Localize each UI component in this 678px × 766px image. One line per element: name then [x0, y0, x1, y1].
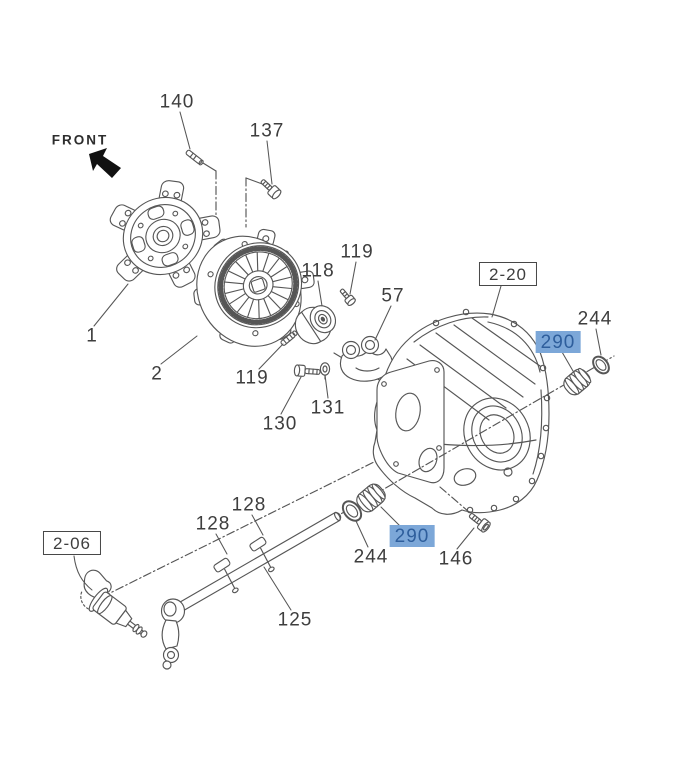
damper-spring-windows	[131, 205, 195, 267]
callout-131[interactable]: 131	[310, 397, 346, 419]
seal-ring-244-right	[592, 355, 610, 375]
callout-244-right[interactable]: 244	[577, 308, 613, 330]
slave-cylinder	[80, 569, 148, 638]
clutch-pressure-plate	[193, 228, 315, 347]
callout-57[interactable]: 57	[381, 285, 405, 307]
clutch-disc	[109, 180, 221, 288]
callout-244-bottom[interactable]: 244	[353, 546, 389, 568]
callout-125[interactable]: 125	[277, 609, 313, 631]
bolt-130	[293, 364, 321, 377]
clutch-housing	[372, 308, 551, 515]
shaft-clip-128-left	[213, 557, 239, 594]
front-arrow-icon	[89, 148, 121, 178]
housing-flange-bolt-holes	[432, 308, 551, 514]
callout-137[interactable]: 137	[249, 120, 285, 142]
callout-2[interactable]: 2	[151, 363, 163, 385]
slave-cylinder-axis-line	[101, 461, 375, 598]
bolt-119	[339, 288, 356, 306]
callout-290-right-highlighted[interactable]: 290	[535, 331, 581, 353]
callout-290-bottom-highlighted[interactable]: 290	[389, 525, 435, 547]
housing-mounting-wing	[376, 359, 445, 484]
bushing-spring-290-bottom	[356, 483, 386, 513]
callout-128-upper[interactable]: 128	[231, 494, 267, 516]
seal-ring-244-bottom	[341, 500, 363, 522]
damper-rivets	[137, 210, 189, 262]
callout-ref-2-06[interactable]: 2-06	[42, 531, 102, 555]
callout-ref-2-20[interactable]: 2-20	[478, 262, 538, 286]
leader-lines	[73, 111, 602, 611]
diaphragm-spring	[214, 242, 303, 329]
plug-bolt-position-line	[439, 486, 477, 519]
pin-position-link	[202, 162, 217, 172]
callout-140[interactable]: 140	[159, 91, 195, 113]
callout-118[interactable]: 118	[301, 260, 335, 282]
bolt-137	[260, 179, 282, 200]
pivot-pin-140	[185, 149, 204, 166]
shaft-clip-128-right	[249, 536, 275, 573]
bushing-spring-290-right	[563, 367, 592, 396]
callout-128-lower[interactable]: 128	[195, 513, 231, 535]
grease-fitting-119	[280, 330, 298, 346]
diaphragm-fingers	[224, 252, 292, 319]
callout-119-top[interactable]: 119	[340, 241, 374, 263]
callout-119-bottom[interactable]: 119	[235, 367, 269, 389]
callout-1[interactable]: 1	[86, 325, 98, 347]
callout-146[interactable]: 146	[438, 548, 474, 570]
housing-bore	[463, 397, 531, 471]
release-bearing-118	[294, 305, 337, 345]
release-fork-57	[339, 335, 393, 382]
release-lever	[160, 598, 186, 670]
callout-130[interactable]: 130	[262, 413, 298, 435]
plug-bolt-146	[468, 513, 491, 533]
front-label: FRONT	[51, 132, 109, 148]
